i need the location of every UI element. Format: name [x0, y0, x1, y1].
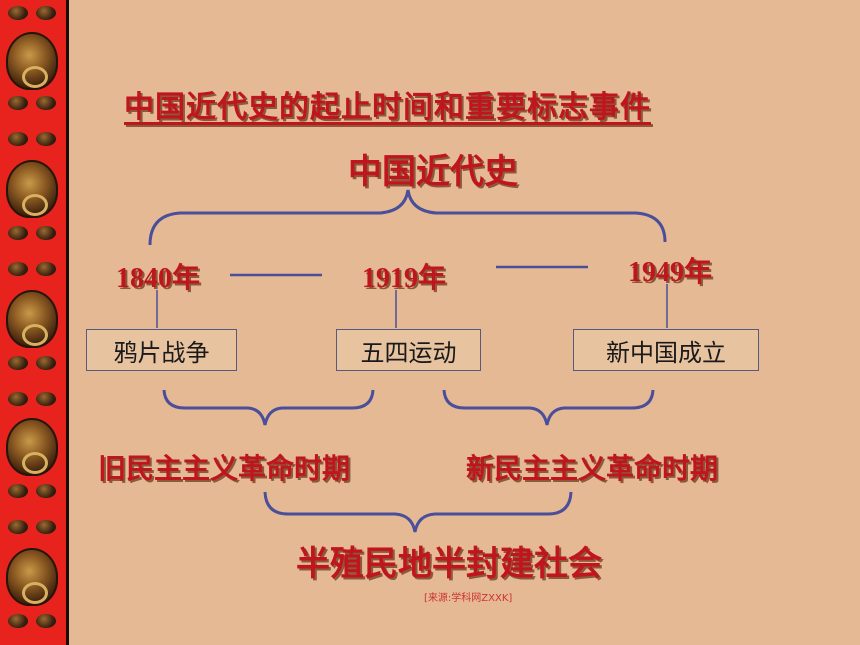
brace-old-democratic [162, 389, 375, 426]
bead-icon [36, 6, 56, 20]
brace-new-democratic [442, 389, 655, 426]
bead-icon [36, 484, 56, 498]
event-box-new-china: 新中国成立 [573, 329, 759, 371]
bead-icon [8, 96, 28, 110]
year-1949: 1949年 [628, 257, 713, 288]
bead-icon [36, 96, 56, 110]
bead-icon [36, 226, 56, 240]
period-new-democratic: 新民主主义革命时期 [466, 452, 719, 485]
lion-head-icon [6, 418, 58, 476]
source-watermark: [来源:学科网ZXXK] [424, 593, 513, 604]
page-title: 中国近代史的起止时间和重要标志事件 [124, 90, 651, 125]
lion-head-icon [6, 160, 58, 218]
event-box-may-fourth: 五四运动 [336, 329, 481, 371]
bead-icon [36, 520, 56, 534]
bead-icon [8, 6, 28, 20]
bead-icon [8, 356, 28, 370]
bead-icon [8, 392, 28, 406]
top-brace [148, 189, 667, 246]
brace-society [263, 491, 573, 533]
event-box-opium-war: 鸦片战争 [86, 329, 237, 371]
period-old-democratic: 旧民主主义革命时期 [98, 452, 351, 485]
bead-icon [8, 484, 28, 498]
year-1919: 1919年 [362, 263, 447, 294]
bead-icon [8, 614, 28, 628]
year-1840: 1840年 [116, 263, 201, 294]
bead-icon [8, 262, 28, 276]
bead-icon [36, 262, 56, 276]
decorative-border [0, 0, 69, 645]
lion-head-icon [6, 548, 58, 606]
bead-icon [36, 392, 56, 406]
bead-icon [8, 520, 28, 534]
root-heading: 中国近代史 [348, 152, 518, 192]
bead-icon [36, 356, 56, 370]
bead-icon [8, 132, 28, 146]
lion-head-icon [6, 32, 58, 90]
bead-icon [36, 614, 56, 628]
bead-icon [36, 132, 56, 146]
society-label: 半殖民地半封建社会 [296, 544, 602, 584]
lion-head-icon [6, 290, 58, 348]
bead-icon [8, 226, 28, 240]
